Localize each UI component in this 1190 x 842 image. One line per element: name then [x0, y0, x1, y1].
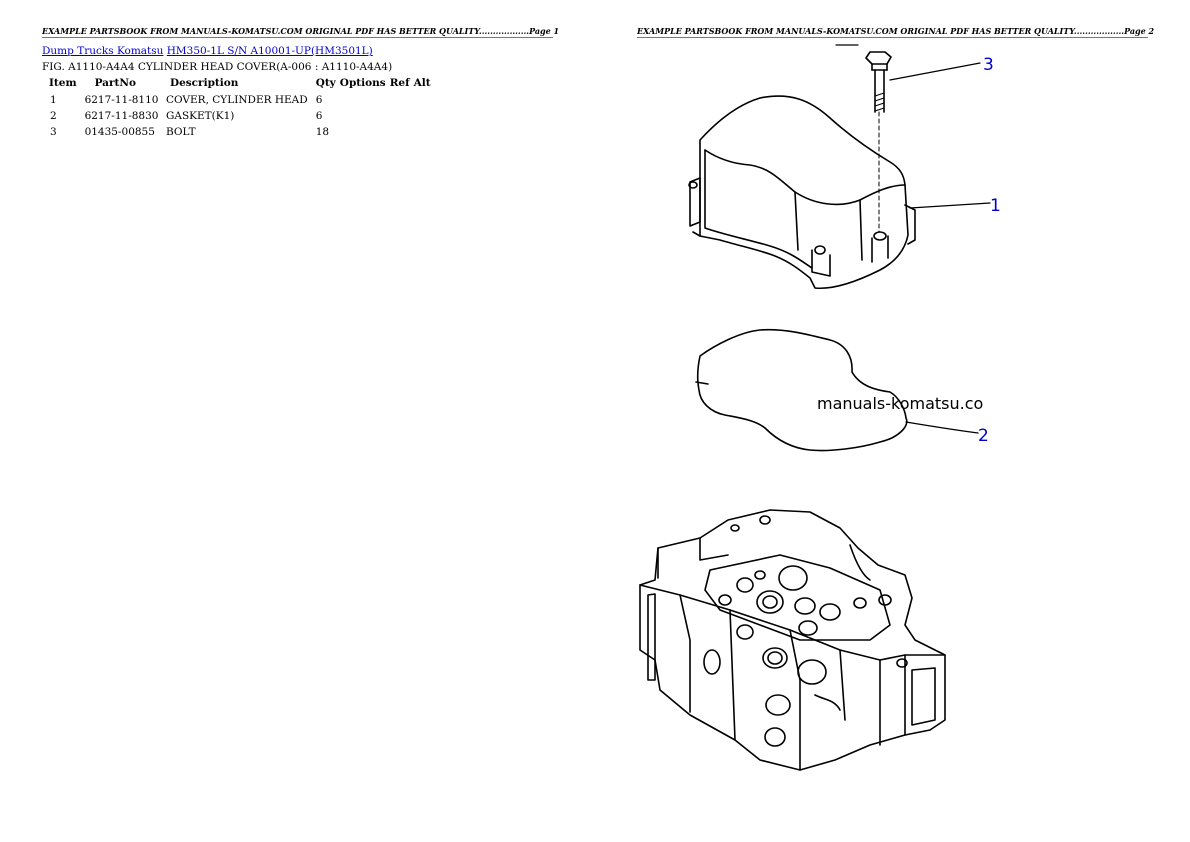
row-description: COVER, CYLINDER HEAD [165, 94, 308, 106]
bolt-drawing [835, 44, 892, 233]
breadcrumb: Dump Trucks Komatsu HM350-1L S/N A10001-… [42, 45, 373, 57]
leader-line-1 [909, 202, 991, 209]
row-item: 2 [50, 110, 57, 122]
table-row: 2 6217-11-8830 GASKET(K1) 6 [42, 108, 435, 124]
parts-table: Item PartNo Description Qty Options Ref … [42, 76, 435, 140]
col-description: Description [169, 77, 239, 89]
row-partno: 01435-00855 [84, 126, 155, 138]
cylinder-head-drawing [639, 509, 946, 771]
col-item: Item [49, 77, 77, 89]
table-row: 3 01435-00855 BOLT 18 [42, 124, 435, 140]
page-2-header: EXAMPLE PARTSBOOK FROM MANUALS-KOMATSU.C… [637, 26, 1155, 38]
col-alt: Alt [413, 77, 431, 89]
row-description: BOLT [165, 126, 196, 138]
breadcrumb-link-model[interactable]: HM350-1L S/N A10001-UP(HM3501L) [166, 45, 373, 57]
callout-1: 1 [990, 196, 1001, 216]
col-qty: Qty [315, 77, 336, 89]
row-item: 1 [50, 94, 57, 106]
table-row: 1 6217-11-8110 COVER, CYLINDER HEAD 6 [42, 92, 435, 108]
col-partno: PartNo [94, 77, 136, 89]
row-qty: 6 [315, 94, 323, 106]
col-ref: Ref [389, 77, 410, 89]
leader-line-3 [889, 62, 981, 81]
page-1-header: EXAMPLE PARTSBOOK FROM MANUALS-KOMATSU.C… [42, 26, 560, 38]
leader-line-2 [905, 421, 979, 434]
row-partno: 6217-11-8110 [84, 94, 159, 106]
callout-2: 2 [978, 426, 989, 446]
breadcrumb-link-dump-trucks[interactable]: Dump Trucks Komatsu [42, 45, 164, 57]
row-item: 3 [50, 126, 57, 138]
row-qty: 18 [315, 126, 330, 138]
row-description: GASKET(K1) [165, 110, 235, 122]
figure-title: FIG. A1110-A4A4 CYLINDER HEAD COVER(A-00… [42, 61, 393, 73]
row-partno: 6217-11-8830 [84, 110, 159, 122]
gasket-drawing [695, 328, 908, 452]
row-qty: 6 [315, 110, 323, 122]
callout-3: 3 [983, 55, 994, 75]
cylinder-head-cover-drawing [688, 95, 916, 290]
exploded-parts-diagram: 3 1 2 manuals-komatsu.co [639, 44, 1001, 771]
table-header-row: Item PartNo Description Qty Options Ref … [42, 76, 435, 92]
col-options: Options [339, 77, 386, 89]
watermark-text: manuals-komatsu.co [817, 394, 983, 413]
